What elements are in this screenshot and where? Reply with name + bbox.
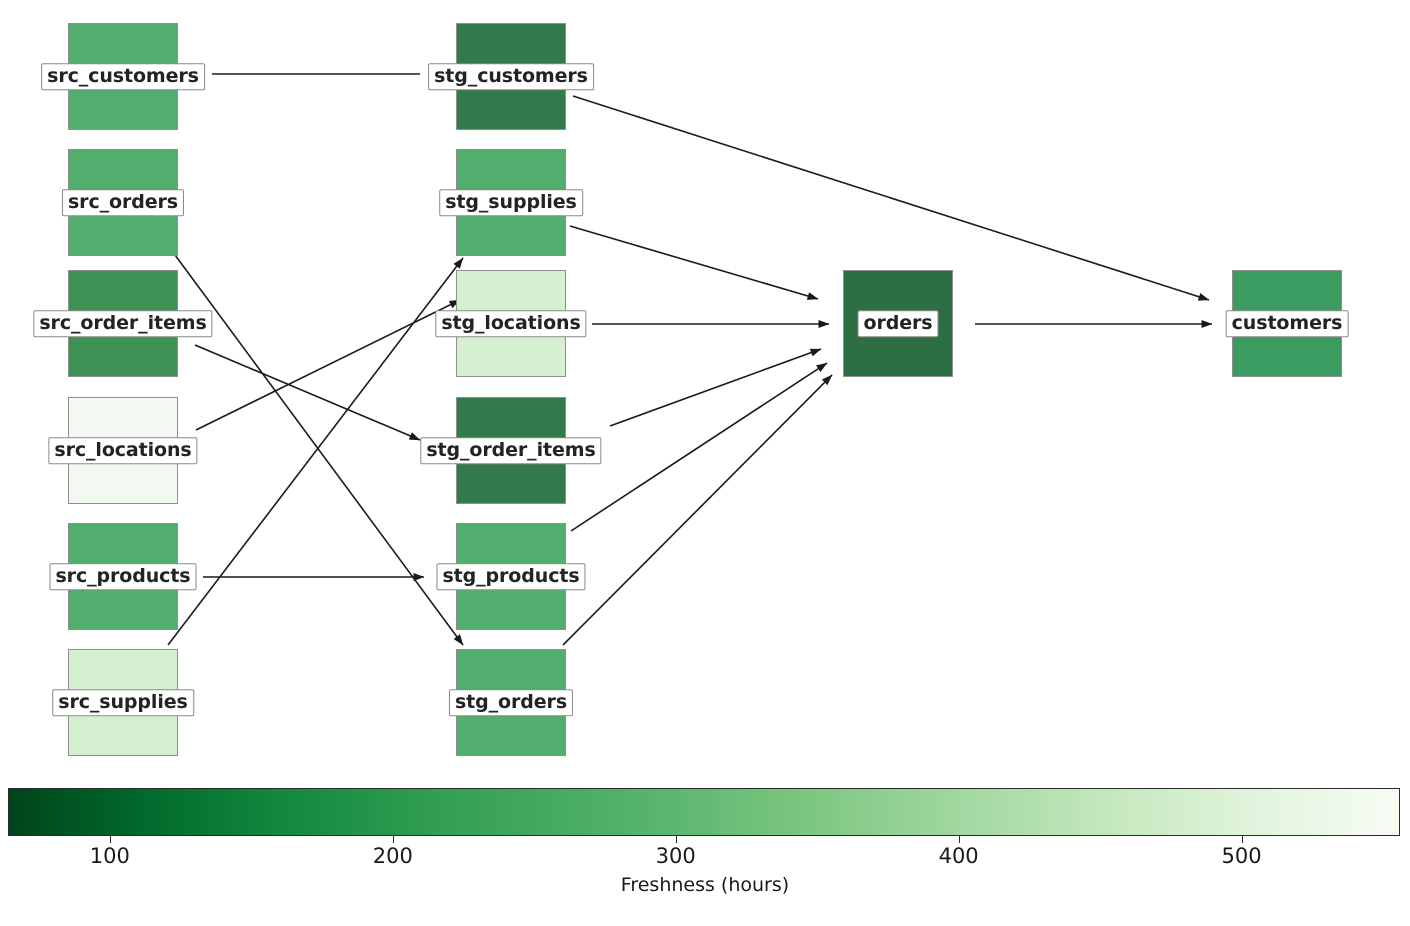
node-label-stg_order_items: stg_order_items: [420, 436, 602, 465]
edge-layer: [167, 73, 1213, 646]
colorbar-tick-label-500: 500: [1221, 844, 1262, 868]
edge-stg_orders-orders: [562, 374, 833, 646]
node-label-src_customers: src_customers: [41, 62, 205, 91]
colorbar-tick-300: [675, 836, 677, 843]
colorbar-tick-label-300: 300: [655, 844, 696, 868]
colorbar-gradient: [8, 788, 1400, 836]
colorbar-tick-500: [1241, 836, 1243, 843]
node-label-stg_products: stg_products: [436, 562, 586, 591]
colorbar-tick-200: [392, 836, 394, 843]
edge-stg_supplies-orders: [569, 225, 819, 300]
node-label-src_order_items: src_order_items: [33, 309, 213, 338]
colorbar-tick-label-400: 400: [938, 844, 979, 868]
node-label-src_supplies: src_supplies: [52, 688, 194, 717]
node-label-orders: orders: [857, 309, 939, 338]
node-label-customers: customers: [1225, 309, 1349, 338]
node-label-stg_orders: stg_orders: [448, 688, 574, 717]
node-label-stg_customers: stg_customers: [428, 62, 594, 91]
colorbar-tick-400: [958, 836, 960, 843]
node-label-src_locations: src_locations: [48, 436, 198, 465]
node-label-src_products: src_products: [49, 562, 197, 591]
node-label-src_orders: src_orders: [61, 188, 185, 217]
colorbar-tick-label-200: 200: [372, 844, 413, 868]
edge-stg_customers-customers: [572, 95, 1210, 301]
edge-src_locations-stg_locations: [195, 299, 461, 431]
colorbar-tick-100: [109, 836, 111, 843]
colorbar-legend: 100 200 300 400 500 Freshness (hours): [0, 780, 1410, 926]
colorbar-title: Freshness (hours): [620, 874, 790, 896]
edge-stg_order_items-orders: [609, 348, 822, 427]
edge-stg_products-orders: [570, 362, 828, 532]
edge-src_supplies-stg_supplies: [167, 257, 464, 646]
edge-src_order_items-stg_order_items: [194, 344, 421, 441]
node-label-stg_supplies: stg_supplies: [439, 188, 583, 217]
colorbar-tick-label-100: 100: [89, 844, 130, 868]
node-label-stg_locations: stg_locations: [435, 309, 587, 338]
